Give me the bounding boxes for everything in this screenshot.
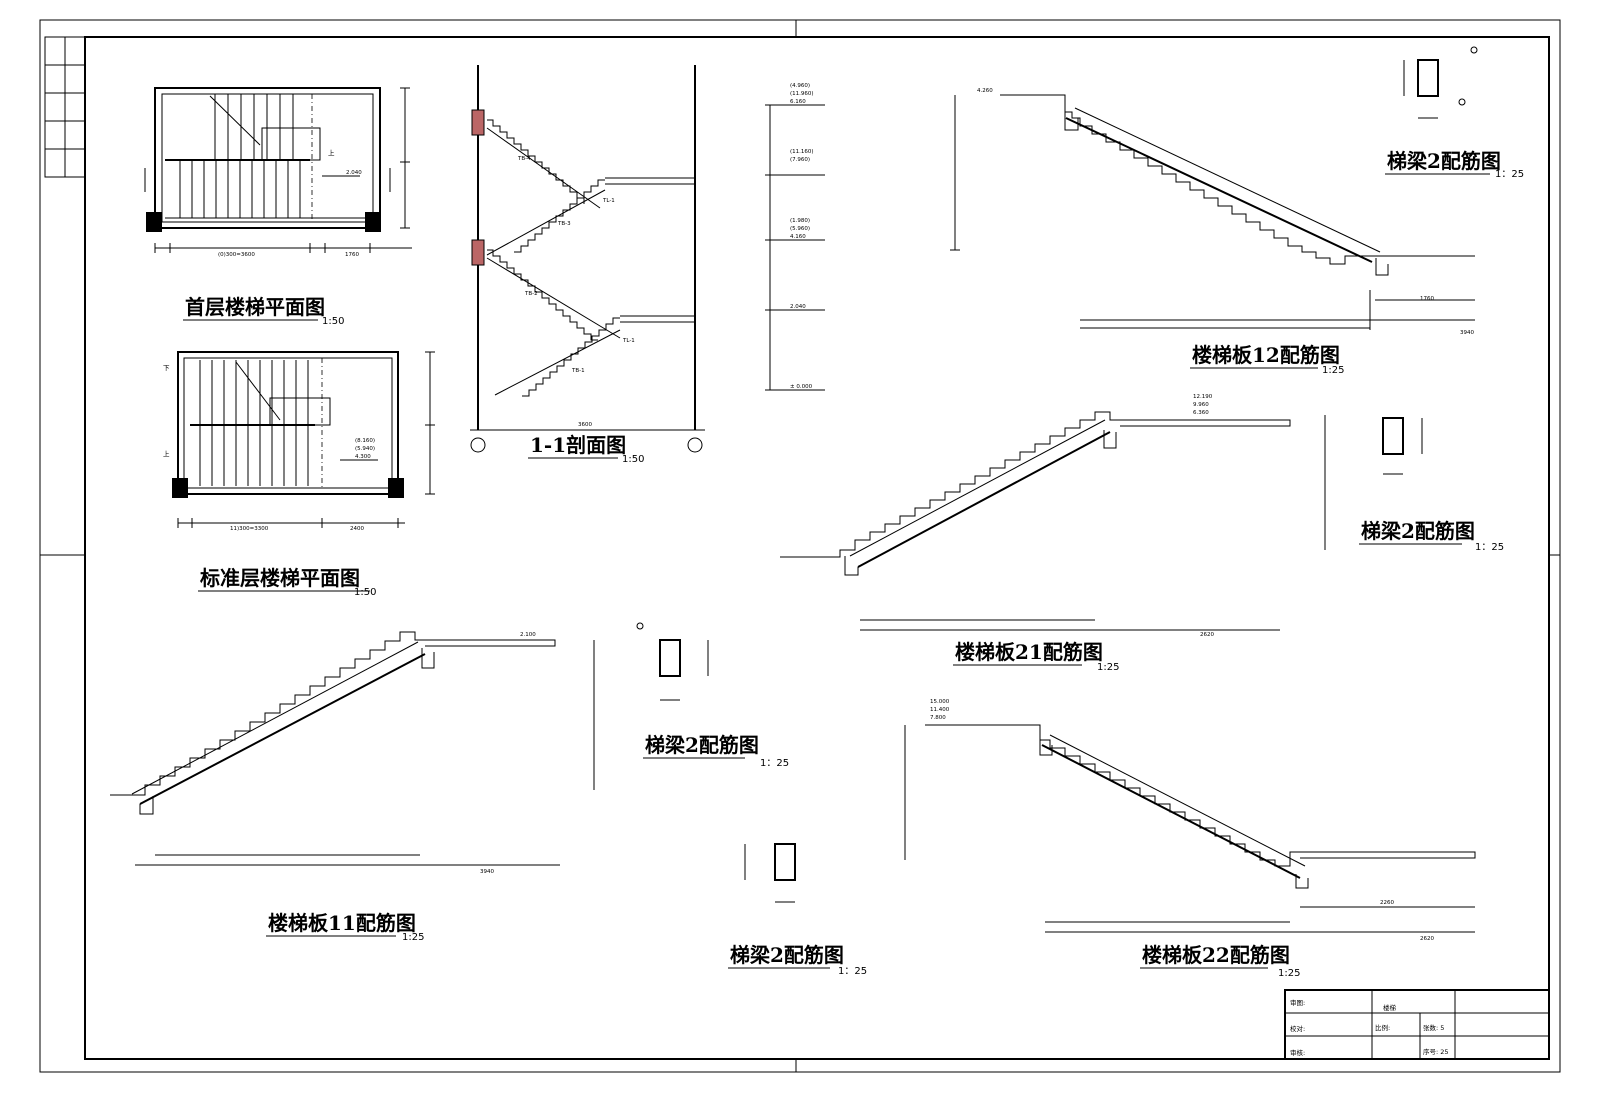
tb22-elev-3: 7.800 (930, 715, 946, 721)
std-elev-3: 4.300 (355, 454, 371, 460)
elev-10: ± 0.000 (790, 384, 813, 390)
tb22-elev-2: 11.400 (930, 707, 950, 713)
binding-strip (44, 36, 86, 178)
std-elev-2: (5.940) (355, 446, 375, 452)
beam-c-title: 梯梁2配筋图 (645, 733, 759, 757)
elev-5: (7.960) (790, 157, 810, 163)
slab-tb21: 12.190 9.960 6.360 2620 (780, 394, 1326, 638)
sheet-frame (39, 19, 1561, 1073)
section-tl1-a: TL-1 (602, 198, 615, 204)
tb21-title: 楼梯板21配筋图 (955, 640, 1103, 664)
std-elev-1: (8.160) (355, 438, 375, 444)
tb-project: 楼梯 (1383, 1003, 1397, 1012)
beam-detail-bottom-center (744, 843, 796, 903)
tb11-title: 楼梯板11配筋图 (268, 911, 416, 935)
beam-c-scale: 1：25 (760, 758, 789, 769)
elev-8: 4.160 (790, 234, 806, 240)
beam-detail-top-right (1403, 46, 1478, 119)
std-up-mark: 上 (163, 449, 170, 458)
elevation-column: (4.960) (11.960) 6.160 (11.160) (7.960) … (765, 83, 825, 391)
first-up-mark: 上 (328, 148, 335, 157)
slab-tb12: 4.260 3940 1760 (950, 88, 1475, 336)
tb-row3: 审核: (1290, 1048, 1305, 1057)
tb21-elev-3: 6.360 (1193, 410, 1209, 416)
standard-floor-plan: 下 上 (8.160) (5.940) 4.300 11)300=3300 24… (163, 351, 435, 532)
tb11-scale: 1:25 (402, 932, 424, 943)
title-block: 审图: 校对: 审核: 楼梯 比例: 张数: 5 序号: 25 (1284, 989, 1550, 1060)
first-elevation: 2.040 (346, 170, 362, 176)
elev-9: 2.040 (790, 304, 806, 310)
section-tb2: TB-2 (524, 291, 538, 297)
slab-tb11: 2.100 3940 (110, 631, 595, 875)
tb12-top-elev: 4.260 (977, 88, 993, 94)
elev-2: (11.960) (790, 91, 814, 97)
section-scale: 1:50 (622, 454, 644, 465)
tb-sheet-label: 张数: 5 (1423, 1023, 1444, 1032)
plan-std-title: 标准层楼梯平面图 (200, 566, 360, 590)
beam-mr-scale: 1：25 (1475, 542, 1504, 553)
tb22-span: 2620 (1420, 936, 1434, 942)
tb12-title: 楼梯板12配筋图 (1192, 343, 1340, 367)
tb21-scale: 1:25 (1097, 662, 1119, 673)
tb-row2: 校对: (1290, 1024, 1305, 1033)
tb11-span: 3940 (480, 869, 494, 875)
beam-detail-mid-right (1382, 417, 1423, 475)
slab-tb22: 15.000 11.400 7.800 2620 2260 (904, 699, 1476, 942)
elev-6: (1.980) (790, 218, 810, 224)
beam-tr-title: 梯梁2配筋图 (1387, 149, 1501, 173)
section-tb4: TB-4 (517, 156, 531, 162)
elev-3: 6.160 (790, 99, 806, 105)
tb21-elev-2: 9.960 (1193, 402, 1209, 408)
std-down-mark: 下 (163, 364, 170, 372)
beam-bc-title: 梯梁2配筋图 (730, 943, 844, 967)
plan-std-scale: 1:50 (354, 587, 376, 598)
svg-text:11)300=3300: 11)300=3300 (230, 526, 269, 532)
tb22-right-dim: 2260 (1380, 900, 1394, 906)
svg-text:2400: 2400 (350, 526, 364, 532)
svg-text:1760: 1760 (345, 252, 359, 258)
section-tl1-b: TL-1 (622, 338, 635, 344)
beam-mr-title: 梯梁2配筋图 (1361, 519, 1475, 543)
elev-7: (5.960) (790, 226, 810, 232)
beam-bc-scale: 1：25 (838, 966, 867, 977)
tb21-elev-1: 12.190 (1193, 394, 1213, 400)
elev-1: (4.960) (790, 83, 810, 89)
svg-text:(0)300=3600: (0)300=3600 (218, 252, 255, 258)
section-1-1: TB-4 TB-3 TB-2 TB-1 TL-1 TL-1 3600 (470, 65, 705, 453)
tb22-elev-1: 15.000 (930, 699, 950, 705)
section-title: 1-1剖面图 (530, 433, 626, 457)
plan-first-scale: 1:50 (322, 316, 344, 327)
tb11-top-elev: 2.100 (520, 632, 536, 638)
tb-number-label: 序号: 25 (1423, 1047, 1449, 1056)
beam-tr-scale: 1：25 (1495, 169, 1524, 180)
tb12-right-dim: 1760 (1420, 296, 1434, 302)
section-tb3: TB-3 (557, 221, 571, 227)
tb-row1: 审图: (1290, 998, 1305, 1007)
tb12-span: 3940 (1460, 330, 1474, 336)
section-span: 3600 (578, 422, 592, 428)
plan-first-title: 首层楼梯平面图 (185, 295, 325, 319)
tb21-span: 2620 (1200, 632, 1214, 638)
beam-detail-center (636, 622, 709, 701)
tb22-title: 楼梯板22配筋图 (1142, 943, 1290, 967)
tb-scale-label: 比例: (1375, 1023, 1390, 1032)
elev-4: (11.160) (790, 149, 814, 155)
tb22-scale: 1:25 (1278, 968, 1300, 979)
tb12-scale: 1:25 (1322, 365, 1344, 376)
first-floor-plan: 上 2.040 (0)300=3600 1760 (144, 87, 412, 258)
section-tb1: TB-1 (571, 368, 585, 374)
